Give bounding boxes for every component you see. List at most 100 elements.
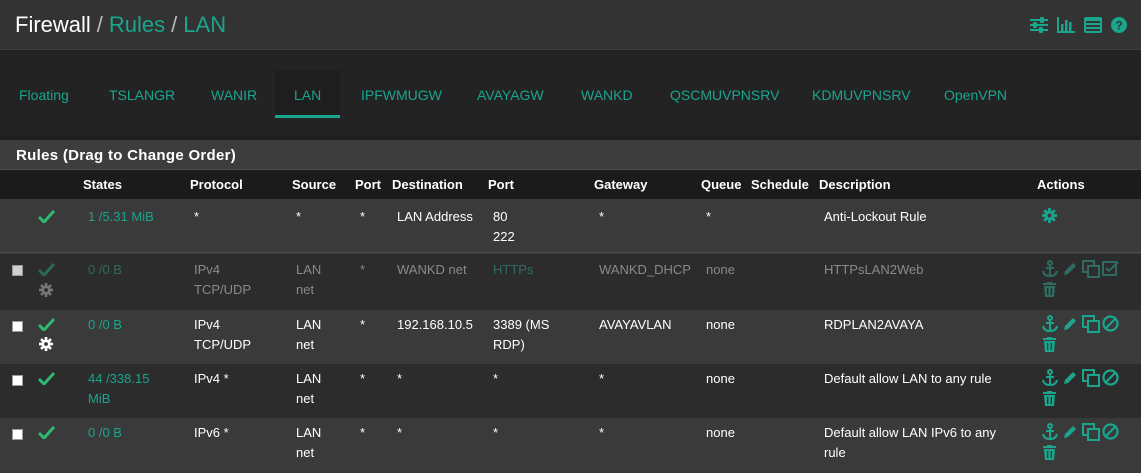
row-description: HTTPsLAN2Web (824, 262, 924, 277)
tab-qscmuvpnsrv[interactable]: QSCMUVPNSRV (670, 87, 780, 103)
tab-wanir[interactable]: WANIR (211, 87, 258, 103)
sliders-icon[interactable] (1030, 17, 1048, 33)
row-gateway: * (599, 209, 605, 224)
row-description: Default allow LAN IPv6 to any (824, 425, 996, 440)
row-states[interactable]: 0 /0 B (88, 262, 122, 277)
row-select-checkbox[interactable] (12, 265, 23, 276)
pencil-icon[interactable] (1062, 316, 1078, 332)
tab-kdmuvpnsrv[interactable]: KDMUVPNSRV (812, 87, 911, 103)
check-icon (38, 372, 55, 385)
row-states[interactable]: 1 /5.31 MiB (88, 209, 154, 224)
tab-ipfwmugw[interactable]: IPFWMUGW (361, 87, 442, 103)
col-protocol[interactable]: Protocol (190, 177, 243, 192)
pencil-icon[interactable] (1062, 261, 1078, 277)
copy-icon[interactable] (1082, 369, 1100, 387)
row-gateway: * (599, 371, 605, 386)
trash-icon[interactable] (1043, 337, 1056, 352)
pencil-icon[interactable] (1062, 424, 1078, 440)
row-source: LAN (296, 371, 322, 386)
bar-chart-icon[interactable] (1057, 17, 1075, 33)
col-actions: Actions (1037, 177, 1085, 192)
row-queue: none (706, 262, 735, 277)
active-tab-background (275, 70, 340, 118)
row-select-checkbox[interactable] (12, 375, 23, 386)
row-source: * (296, 209, 302, 224)
row-queue: none (706, 371, 735, 386)
col-destination-port[interactable]: Port (488, 177, 514, 192)
row-states[interactable]: 0 /0 B (88, 317, 122, 332)
row-protocol: IPv4 * (194, 371, 229, 386)
col-schedule[interactable]: Schedule (751, 177, 809, 192)
col-gateway[interactable]: Gateway (594, 177, 648, 192)
row-destination: * (397, 425, 403, 440)
col-source-port[interactable]: Port (355, 177, 381, 192)
row-states-2[interactable]: MiB (88, 391, 111, 406)
anchor-icon[interactable] (1041, 260, 1059, 278)
col-source[interactable]: Source (292, 177, 337, 192)
table-row[interactable]: 0 /0 B IPv4 TCP/UDP LAN net * 192.168.10… (0, 310, 1141, 364)
row-dest-port: * (493, 425, 499, 440)
disable-ban-icon[interactable] (1102, 369, 1119, 386)
row-dest-port-2: RDP) (493, 337, 525, 352)
table-row[interactable]: 0 /0 B IPv6 * LAN net * * * * none Defau… (0, 418, 1141, 473)
row-description: RDPLAN2AVAYA (824, 317, 924, 332)
header-icon-bar: ? (1030, 17, 1127, 33)
row-protocol: * (194, 209, 200, 224)
row-destination: WANKD net (397, 262, 467, 277)
row-dest-port: 80 (493, 209, 508, 224)
table-row[interactable]: 0 /0 B IPv4 TCP/UDP LAN net * WANKD net … (0, 254, 1141, 310)
help-icon[interactable]: ? (1111, 17, 1127, 33)
table-row[interactable]: 44 /338.15 MiB IPv4 * LAN net * * * * no… (0, 364, 1141, 418)
copy-icon[interactable] (1082, 315, 1100, 333)
trash-icon[interactable] (1043, 391, 1056, 406)
anchor-icon[interactable] (1041, 315, 1059, 333)
breadcrumb-separator: / (96, 12, 103, 37)
table-row[interactable]: 1 /5.31 MiB * * * LAN Address 80 222 * *… (0, 199, 1141, 253)
tab-wankd[interactable]: WANKD (581, 87, 633, 103)
row-protocol: IPv4 (194, 262, 221, 277)
row-dest-port-alias-link[interactable]: HTTPs (493, 262, 534, 277)
anchor-icon[interactable] (1041, 423, 1059, 441)
breadcrumb: Firewall/Rules/LAN (15, 12, 226, 38)
rules-panel: Rules (Drag to Change Order) States Prot… (0, 140, 1141, 473)
row-states[interactable]: 44 /338.15 (88, 371, 150, 386)
breadcrumb-firewall: Firewall (15, 12, 91, 37)
pencil-icon[interactable] (1062, 370, 1078, 386)
tab-floating[interactable]: Floating (19, 87, 69, 103)
copy-icon[interactable] (1082, 260, 1100, 278)
tab-tslangr[interactable]: TSLANGR (109, 87, 176, 103)
gear-icon (39, 283, 53, 297)
row-queue: none (706, 425, 735, 440)
list-table-icon[interactable] (1084, 17, 1102, 33)
tab-lan[interactable]: LAN (294, 87, 322, 103)
anchor-icon[interactable] (1041, 369, 1059, 387)
trash-icon[interactable] (1043, 282, 1056, 297)
tab-avayagw[interactable]: AVAYAGW (477, 87, 544, 103)
row-source-2: net (296, 282, 315, 297)
row-states[interactable]: 0 /0 B (88, 425, 122, 440)
tab-openvpn[interactable]: OpenVPN (944, 87, 1008, 103)
breadcrumb-rules-link[interactable]: Rules (108, 12, 166, 37)
svg-text:?: ? (1115, 19, 1122, 33)
breadcrumb-lan-link[interactable]: LAN (183, 12, 227, 37)
active-tab-indicator (275, 115, 340, 118)
interface-tabs: Floating TSLANGR WANIR LAN IPFWMUGW AVAY… (0, 50, 1141, 136)
gear-icon[interactable] (1042, 208, 1057, 223)
col-states[interactable]: States (83, 177, 123, 192)
row-source-port: * (360, 317, 366, 332)
col-description[interactable]: Description (819, 177, 891, 192)
row-select-checkbox[interactable] (12, 429, 23, 440)
row-protocol-2: TCP/UDP (194, 282, 252, 297)
row-protocol-2: TCP/UDP (194, 337, 252, 352)
row-queue: none (706, 317, 735, 332)
col-queue[interactable]: Queue (701, 177, 742, 192)
trash-icon[interactable] (1043, 445, 1056, 460)
copy-icon[interactable] (1082, 423, 1100, 441)
col-destination[interactable]: Destination (392, 177, 463, 192)
disable-ban-icon[interactable] (1102, 423, 1119, 440)
check-icon (38, 210, 55, 223)
row-gateway: AVAYAVLAN (599, 317, 672, 332)
enable-checkbox-icon[interactable] (1102, 260, 1119, 277)
disable-ban-icon[interactable] (1102, 315, 1119, 332)
row-select-checkbox[interactable] (12, 321, 23, 332)
